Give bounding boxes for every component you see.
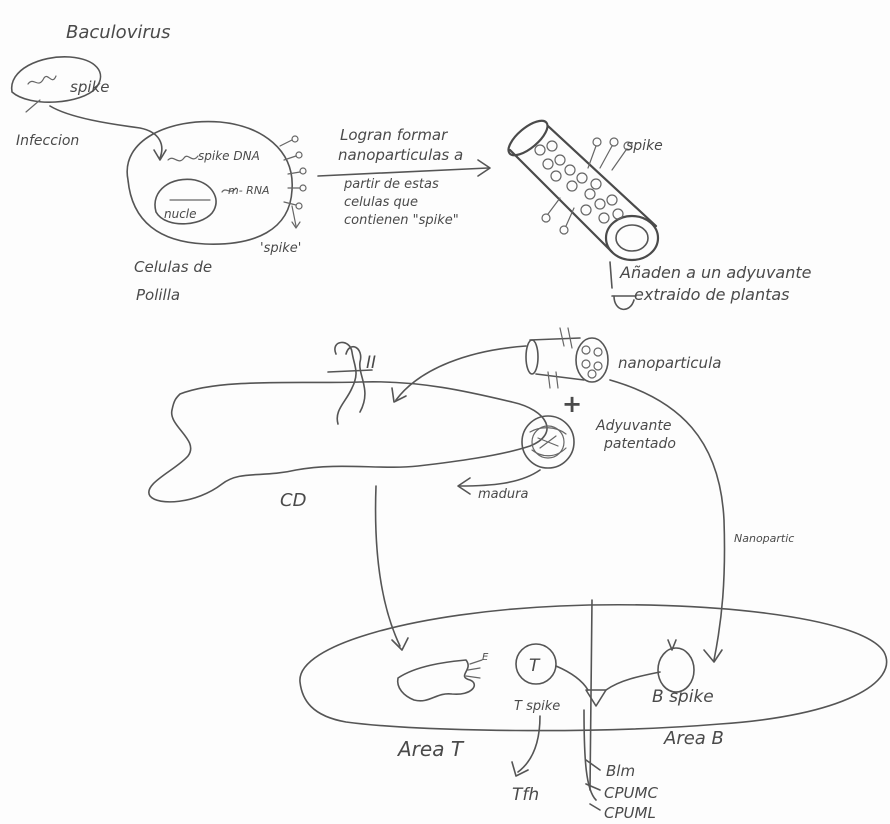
infection-arrow <box>49 105 163 159</box>
anaden-line-1: Añaden a un adyuvante <box>619 263 812 282</box>
nucleus-shape <box>154 178 217 225</box>
madura-label: madura <box>478 487 528 502</box>
adyuvante-line-1: Adyuvante <box>595 418 671 434</box>
area-b-label: Area B <box>663 728 724 749</box>
cell-spike-protrusions <box>279 135 307 210</box>
nano-to-cd-arrow <box>395 345 527 401</box>
adjuvant-cup <box>613 295 635 311</box>
tfh-label: Tfh <box>512 785 539 805</box>
nanopartic-arrow <box>609 379 726 661</box>
madura-arrow <box>459 469 541 487</box>
cpumc-label: CPUMC <box>604 784 658 802</box>
mhc-ii-receptor <box>327 341 373 425</box>
nucle-label: nucle <box>164 207 197 221</box>
nanopartic-label: Nanopartic <box>734 532 794 545</box>
baculovirus-shape <box>11 56 102 113</box>
tfh-arrow <box>517 715 541 773</box>
polilla-label: Polilla <box>136 286 180 304</box>
spike-nano-label: spike <box>626 138 663 154</box>
infeccion-label: Infeccion <box>16 133 79 149</box>
area-t-label: Area T <box>396 737 465 761</box>
nano-spikes <box>541 137 633 235</box>
contact-triangle <box>585 689 607 707</box>
nanoparticula-label: nanoparticula <box>618 354 721 372</box>
t-cell-label: T <box>529 656 541 676</box>
logran-line-1: Logran formar <box>340 126 448 144</box>
adjuvant-particle <box>521 415 575 469</box>
logran-line-2: nanoparticulas a <box>338 146 463 164</box>
spike-quote-label: 'spike' <box>260 241 301 256</box>
baculovirus-label: Baculovirus <box>66 22 171 43</box>
anaden-line-2: extraido de plantas <box>634 285 790 304</box>
b-cell <box>657 647 695 693</box>
t-area-dc <box>396 659 476 702</box>
cd-to-t-arrow <box>374 485 401 647</box>
nanoparticle-small <box>525 327 609 389</box>
plus-sign: + <box>562 390 582 418</box>
production-arrow <box>317 167 489 177</box>
partir-line-3: contienen "spike" <box>344 213 459 228</box>
t-spike-label: T spike <box>514 699 560 714</box>
b-to-t-link <box>605 671 661 691</box>
t-cell <box>515 643 557 685</box>
moth-cell <box>126 120 307 245</box>
cpuml-label: CPUML <box>604 804 656 822</box>
mhc-mark: E <box>482 652 489 663</box>
b-spike-label: B spike <box>652 687 714 707</box>
partir-line-1: partir de estas <box>343 177 439 192</box>
mrna-label: m- RNA <box>228 184 270 197</box>
dendritic-cell <box>148 380 548 503</box>
nanoparticle-cylinder <box>507 119 660 262</box>
mhc-two-label: II <box>366 353 376 373</box>
blm-label: Blm <box>606 762 635 780</box>
partir-line-2: celulas que <box>344 195 418 210</box>
adyuvante-line-2: patentado <box>603 436 676 452</box>
spike-small-label: spike <box>70 78 109 96</box>
spike-dna-label: spike DNA <box>198 149 260 163</box>
celulas-de-label: Celulas de <box>134 258 212 276</box>
lymph-divider <box>589 599 593 791</box>
cd-label: CD <box>280 490 306 511</box>
lymph-node <box>299 603 888 732</box>
b-output-lines <box>583 709 597 801</box>
t-to-b-link <box>555 665 589 691</box>
